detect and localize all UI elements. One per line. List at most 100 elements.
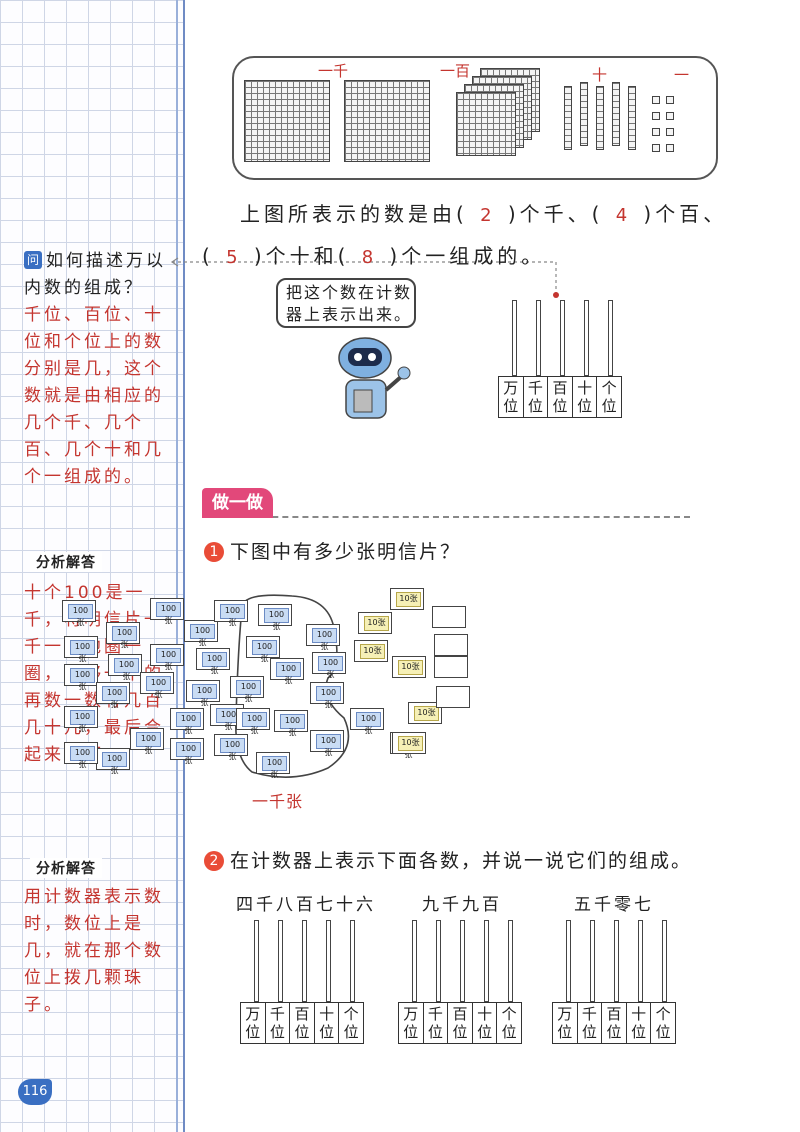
composition-text: ( [202,244,214,268]
question-2-text: 在计数器上表示下面各数，并说一说它们的组成。 [230,850,693,872]
place-label: 个位 [601,379,617,415]
place-label: 百位 [448,1003,473,1043]
counter-rod[interactable] [614,920,619,1002]
place-label: 百位 [290,1003,315,1043]
ten-rod [564,86,572,150]
counter-rod[interactable] [302,920,307,1002]
postcard: 100张 [274,710,308,737]
postcard: 100张 [140,672,174,699]
postcard-face: 100张 [356,712,381,735]
postcard-face: 100张 [136,732,161,755]
postcard-face: 100张 [276,662,301,685]
counter-rod[interactable] [350,920,355,1002]
postcard-face [440,638,465,653]
counter-rod[interactable] [508,920,513,1002]
postcard-face: 100张 [236,680,261,703]
counter-rod[interactable] [460,920,465,1002]
practice-title: 做一做 [202,488,273,518]
postcard: 100张 [64,636,98,663]
counter-rod[interactable] [436,920,441,1002]
postcard-face: 100张 [70,640,95,663]
analysis-tag-2: 分析解答 [30,858,102,878]
counter-rod[interactable] [566,920,571,1002]
counter-rod[interactable] [638,920,643,1002]
label-thousand: 一千 [318,62,349,80]
postcard: 100张 [230,676,264,703]
sidebar-edge [176,0,178,1132]
counter-rod[interactable] [278,920,283,1002]
postcard: 100张 [306,624,340,651]
postcard-face: 100张 [156,648,181,671]
question-badge: 问 [24,251,42,269]
postcard-face: 100张 [242,712,267,735]
postcard: 100张 [96,748,130,775]
one-cube [652,112,660,120]
place-label: 个位 [655,1005,671,1041]
counter-rod[interactable] [484,920,489,1002]
postcard: 10张 [354,640,388,662]
one-cube [666,96,674,104]
postcard: 100张 [150,644,184,671]
question-1-text: 下图中有多少张明信片？ [230,541,462,563]
counter-rod [608,300,613,376]
postcard-face: 100张 [176,712,201,735]
postcard-face: 100张 [264,608,289,631]
postcard-face: 100张 [220,604,245,627]
counter-rod[interactable] [590,920,595,1002]
postcard: 10张 [408,702,442,724]
postcard-face: 100张 [70,746,95,769]
postcard-face: 100张 [316,734,341,757]
counter-base: 万位 千位 百位 十位 个位 [498,376,622,418]
postcard-face: 100张 [114,658,139,681]
answer-hundreds: 4 [615,205,632,226]
place-label: 万位 [553,1003,578,1043]
envelope-card [436,686,470,708]
counter-rod [536,300,541,376]
postcard: 100张 [106,622,140,649]
postcard-face: 100张 [112,626,137,649]
postcard-face: 100张 [70,668,95,691]
place-label: 千位 [524,377,549,417]
composition-text: )个千、( [507,202,604,226]
connector-line [170,257,559,298]
postcard: 10张 [392,732,426,754]
postcard: 100张 [184,620,218,647]
counter-rod[interactable] [254,920,259,1002]
thousand-cube [344,80,430,162]
postcard: 100张 [64,706,98,733]
place-label: 十位 [315,1003,340,1043]
counter-rod[interactable] [662,920,667,1002]
postcard: 10张 [358,612,392,634]
one-cube [666,128,674,136]
composition-text: 上图所表示的数是由( [240,202,468,226]
place-label: 个位 [343,1005,359,1041]
postcard: 100张 [214,734,248,761]
postcard-face: 100张 [252,640,277,663]
counter-rod[interactable] [412,920,417,1002]
postcard-face: 100张 [190,624,215,647]
postcard-face: 100张 [70,710,95,733]
number-word-3: 五千零七 [574,895,654,915]
place-label: 万位 [499,377,524,417]
ten-rod [612,82,620,146]
robot-icon [338,337,411,419]
place-label: 千位 [266,1003,291,1043]
counter-base: 万位千位百位十位个位 [398,1002,522,1044]
label-hundred: 一百 [440,62,471,80]
place-label: 百位 [602,1003,627,1043]
practice-section-header: 做一做 [202,488,690,518]
place-label: 个位 [501,1005,517,1041]
postcard: 100张 [210,704,244,731]
one-cube [666,112,674,120]
postcard-face: 100张 [102,752,127,775]
sidebar-question: 问如何描述万以内数的组成？ [24,248,174,302]
ten-rod [628,86,636,150]
counter-rod[interactable] [326,920,331,1002]
thousand-cube [244,80,330,162]
label-ten: 十 [592,66,608,84]
postcard-face: 100张 [156,602,181,625]
postcard: 100张 [150,598,184,625]
postcard: 100张 [170,738,204,765]
postcard-face: 100张 [192,684,217,707]
